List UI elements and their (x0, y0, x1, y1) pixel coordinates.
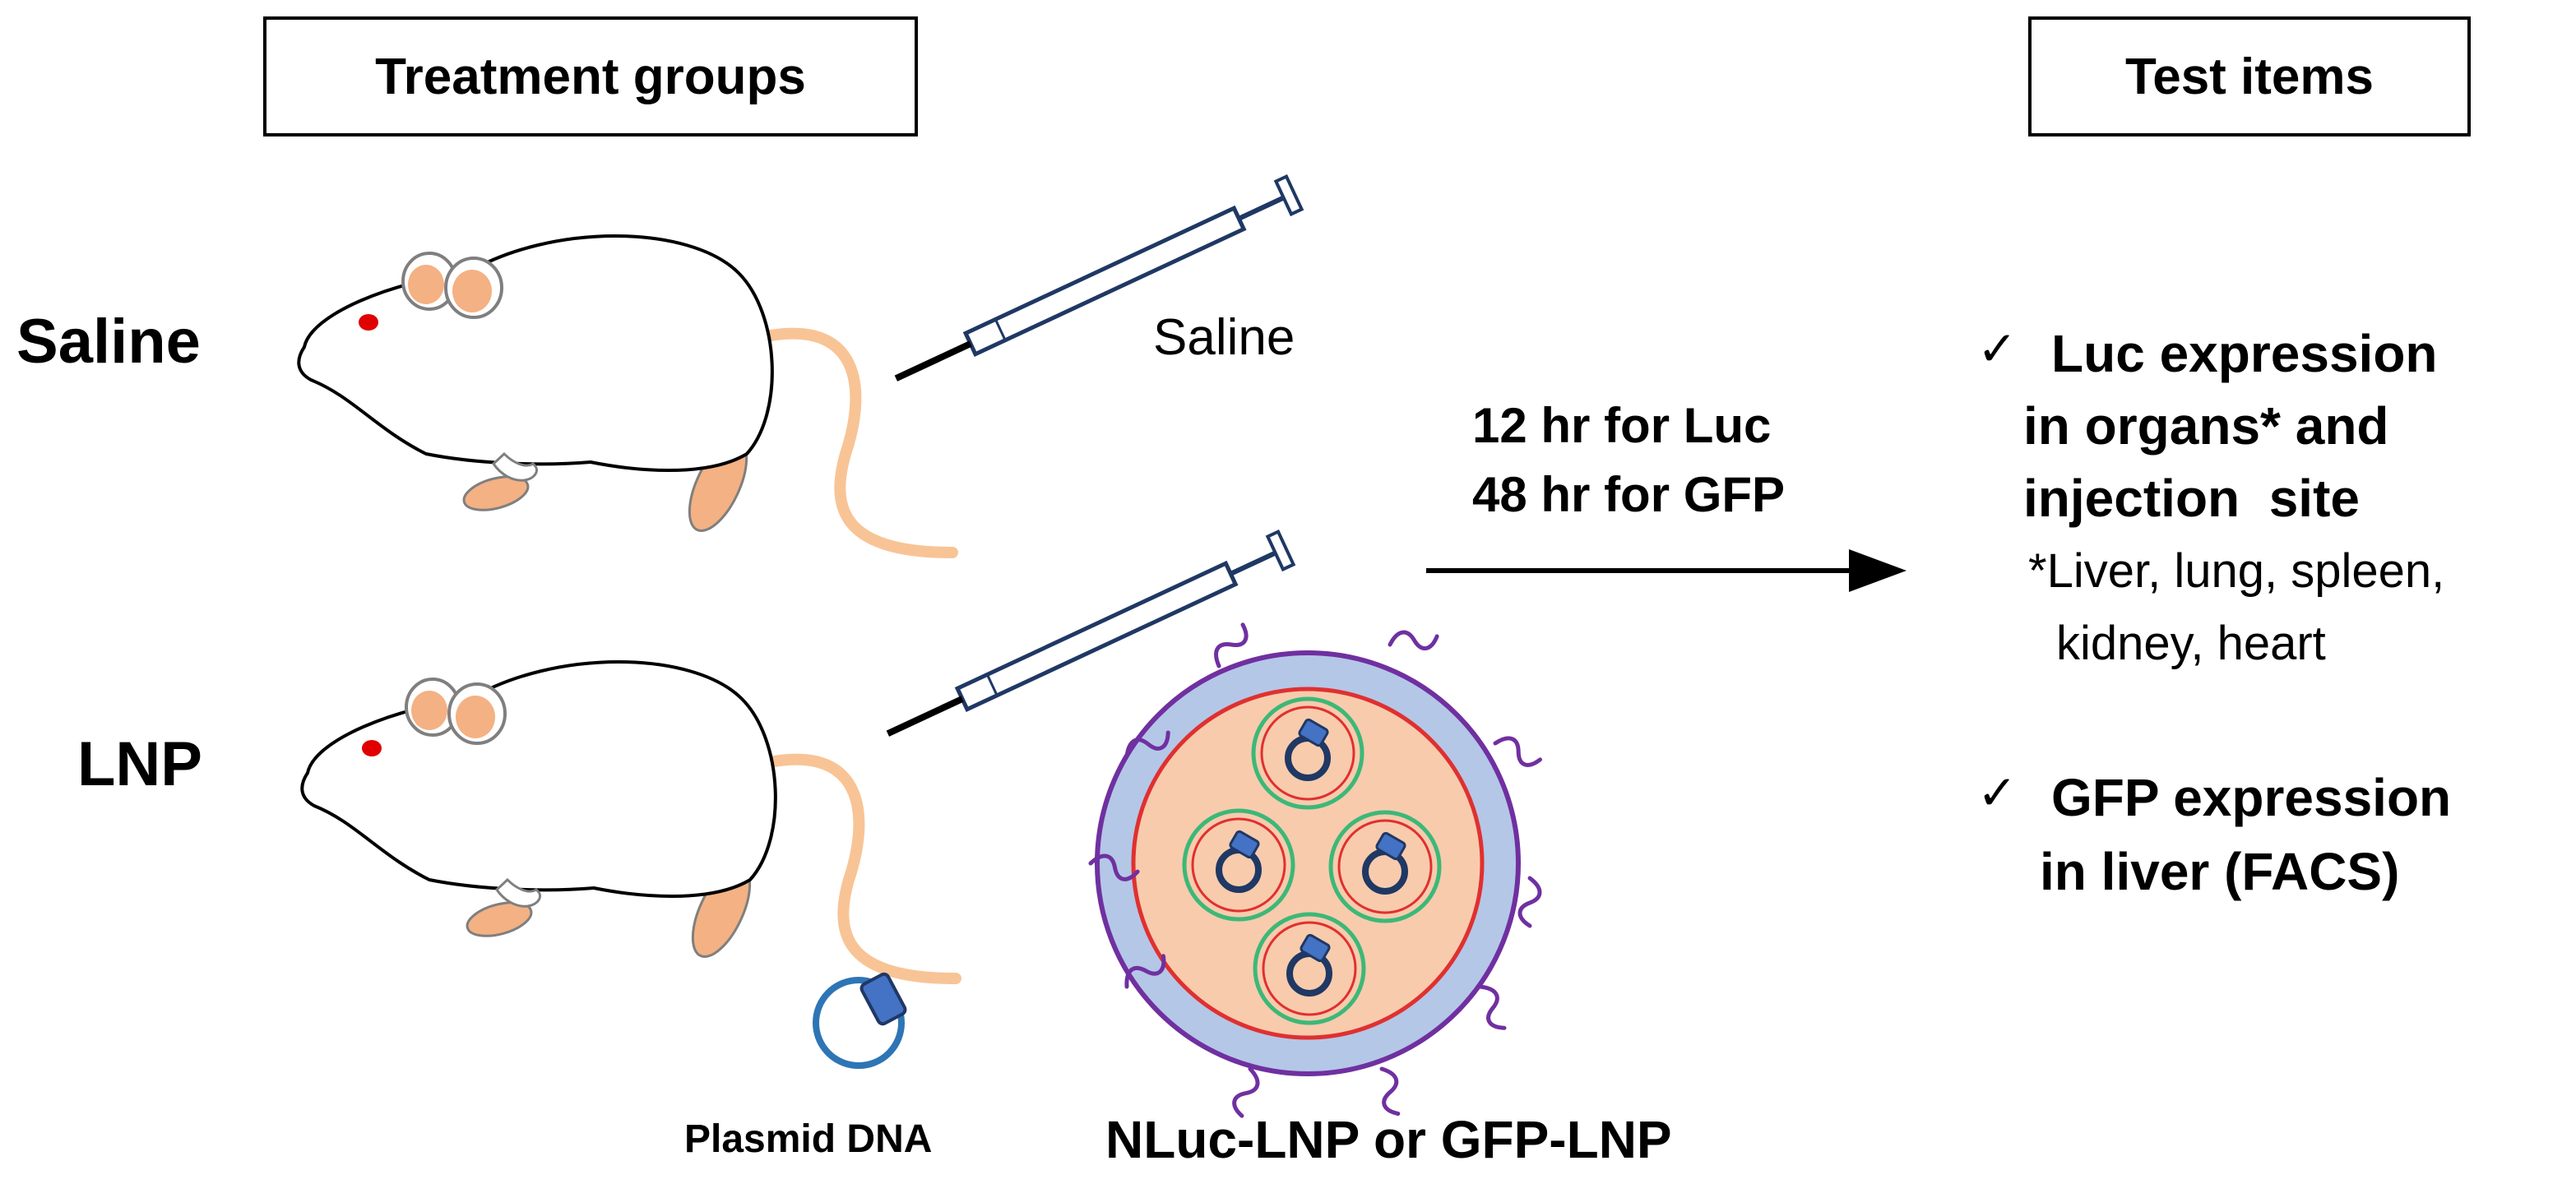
lnp-mouse (302, 662, 956, 978)
test-items-header: Test items (2028, 16, 2471, 136)
test-items-title: Test items (2124, 48, 2374, 105)
organs-line1: *Liver, lung, spleen, (2028, 544, 2445, 598)
timing-gfp: 48 hr for GFP (1472, 467, 1786, 522)
plasmid-dna-label: Plasmid DNA (684, 1117, 933, 1161)
check-mark-icon: ✓ (1977, 322, 2018, 376)
gfp-expression-line2: in liver (FACS) (2040, 842, 2400, 901)
gfp-expression-line1: GFP expression (2051, 768, 2452, 827)
lnp-particle-icon (1089, 620, 1544, 1117)
arrow-icon (1426, 549, 1907, 592)
saline-mouse (299, 236, 952, 553)
treatment-groups-header: Treatment groups (263, 16, 918, 136)
luc-expression-line1: Luc expression (2051, 324, 2438, 383)
treatment-groups-title: Treatment groups (375, 48, 806, 105)
luc-expression-line2: in organs* and (2023, 396, 2389, 456)
luc-expression-line3: injection site (2023, 469, 2360, 528)
organs-line2: kidney, heart (2056, 617, 2326, 670)
check-mark-icon-2: ✓ (1977, 766, 2018, 820)
timing-luc: 12 hr for Luc (1472, 398, 1772, 453)
group-label-lnp: LNP (77, 729, 202, 799)
group-label-saline: Saline (16, 307, 201, 377)
saline-syringe-label: Saline (1153, 309, 1295, 366)
plasmid-dna-icon (813, 972, 907, 1069)
lnp-particle-label: NLuc-LNP or GFP-LNP (1105, 1110, 1672, 1169)
